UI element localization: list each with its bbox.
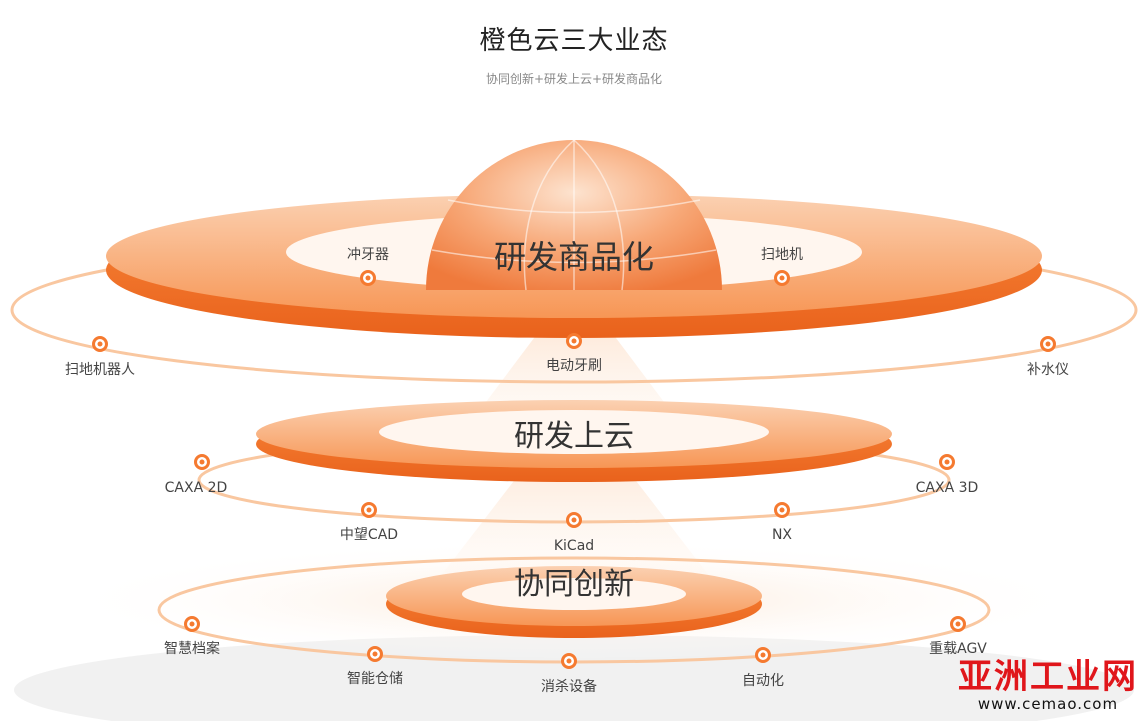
- base-platform: [14, 635, 1134, 721]
- bottom-node-2-label: 智能仓储: [347, 671, 403, 687]
- middle-node-1: CAXA 2D: [165, 454, 228, 496]
- page-title: 橙色云三大业态: [479, 26, 669, 56]
- middle-node-1-marker-dot: [199, 459, 205, 465]
- bottom-node-5-marker-dot: [955, 621, 961, 627]
- bottom-tier-title: 协同创新: [514, 567, 634, 602]
- top-outer-node-3-marker-dot: [1045, 341, 1051, 347]
- top-inner-node-1: 冲牙器: [347, 247, 389, 286]
- bottom-node-4-label: 自动化: [742, 673, 784, 689]
- bottom-ring-hole: [462, 578, 686, 610]
- top-inner-node-2-marker-dot: [779, 275, 785, 281]
- middle-node-4: NX: [772, 502, 792, 543]
- top-outer-node-3-label: 补水仪: [1027, 362, 1069, 378]
- middle-node-4-marker-dot: [779, 507, 785, 513]
- bottom-node-5-label: 重载AGV: [929, 641, 987, 657]
- bottom-node-4: 自动化: [742, 647, 784, 689]
- bottom-node-4-marker-dot: [760, 652, 766, 658]
- bottom-node-3-label: 消杀设备: [541, 678, 597, 695]
- middle-node-5-marker-dot: [944, 459, 950, 465]
- top-inner-node-1-label: 冲牙器: [347, 247, 389, 263]
- bottom-node-1: 智慧档案: [164, 616, 220, 657]
- middle-node-3: KiCad: [554, 512, 594, 554]
- middle-node-3-marker-dot: [571, 517, 577, 523]
- middle-node-2-marker-dot: [366, 507, 372, 513]
- middle-tier-title: 研发上云: [514, 419, 634, 454]
- top-tier-title: 研发商品化: [494, 238, 654, 276]
- top-outer-node-1: 扫地机器人: [65, 336, 135, 378]
- bottom-node-2: 智能仓储: [347, 646, 403, 687]
- bottom-node-2-marker-dot: [372, 651, 378, 657]
- watermark-main: 亚洲工业网: [958, 657, 1138, 697]
- watermark: 亚洲工业网 www.cemao.com: [958, 659, 1138, 713]
- bottom-node-1-label: 智慧档案: [164, 640, 220, 657]
- top-outer-node-2-label: 电动牙刷: [546, 358, 602, 374]
- top-outer-node-3: 补水仪: [1027, 336, 1069, 378]
- middle-node-5-label: CAXA 3D: [916, 480, 979, 496]
- globe-grid: [431, 139, 717, 291]
- middle-node-2: 中望CAD: [340, 502, 398, 543]
- bottom-node-3-marker-dot: [566, 658, 572, 664]
- top-inner-node-2: 扫地机: [761, 247, 803, 286]
- page-subtitle: 协同创新+研发上云+研发商品化: [485, 72, 663, 86]
- bottom-node-3: 消杀设备: [541, 653, 597, 695]
- top-inner-node-1-marker-dot: [365, 275, 371, 281]
- middle-node-5: CAXA 3D: [916, 454, 979, 496]
- middle-ring-hole: [379, 410, 769, 454]
- bottom-node-5: 重载AGV: [929, 616, 987, 657]
- top-outer-node-1-label: 扫地机器人: [65, 362, 135, 378]
- middle-node-1-label: CAXA 2D: [165, 480, 228, 496]
- top-inner-node-2-label: 扫地机: [761, 247, 803, 263]
- top-outer-node-2: 电动牙刷: [546, 333, 602, 374]
- watermark-sub: www.cemao.com: [977, 695, 1119, 713]
- top-outer-node-2-marker-dot: [571, 338, 577, 344]
- middle-node-3-label: KiCad: [554, 538, 594, 554]
- middle-node-4-label: NX: [772, 527, 792, 543]
- top-outer-node-1-marker-dot: [97, 341, 103, 347]
- bottom-node-1-marker-dot: [189, 621, 195, 627]
- middle-node-2-label: 中望CAD: [340, 527, 398, 543]
